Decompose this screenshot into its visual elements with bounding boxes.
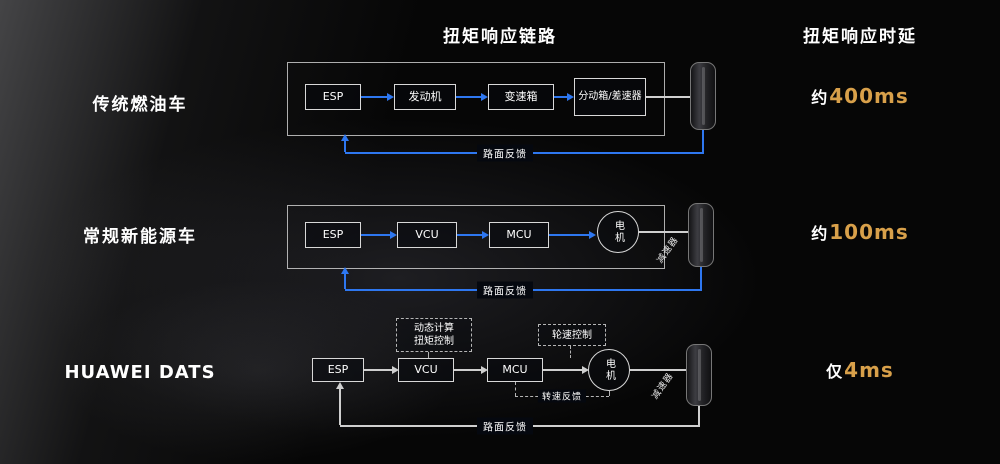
chain-container-fuel [287,62,665,136]
feedback-label-fuel: 路面反馈 [477,144,533,162]
reducer-label-dats: 减速器 [650,371,676,402]
feedback-line [702,130,704,154]
annotation-connector [570,346,571,358]
link-line [639,231,688,233]
latency-prefix: 约 [811,88,828,107]
flow-arrow [549,231,596,239]
flow-arrow [457,231,489,239]
flow-arrow [364,366,399,374]
latency-value: 100ms [829,220,909,244]
wheel-icon [688,203,714,267]
speed-feedback-connector [609,391,610,396]
annotation-line1: 动态计算 [414,323,454,334]
chain-container-ev [287,205,665,269]
feedback-arrow [341,134,349,152]
node-esp-dats: ESP [312,358,364,382]
node-transfer-case-differential: 分动箱/差速器 [574,78,646,116]
node-vcu-dats: VCU [398,358,454,382]
latency-header: 扭矩响应时延 [803,27,917,47]
node-esp-ev: ESP [305,222,361,248]
feedback-line [700,267,702,291]
annotation-line2: 扭矩控制 [414,336,454,347]
flow-arrow [454,366,488,374]
motor-node-dats: 电机 [588,349,630,391]
latency-prefix: 约 [811,224,828,243]
feedback-label-dats: 路面反馈 [477,417,533,435]
speed-feedback-label: 转速反馈 [537,389,587,403]
wheel-icon [690,62,716,130]
wheel-icon [686,344,712,406]
latency-fuel: 约 400ms [775,84,945,108]
node-mcu-ev: MCU [489,222,549,248]
node-gearbox: 变速箱 [488,84,554,110]
annotation-torque-control: 动态计算 扭矩控制 [396,318,472,352]
annotation-connector [428,352,429,358]
feedback-label-ev: 路面反馈 [477,281,533,299]
flow-arrow [554,93,574,101]
latency-value: 400ms [829,84,909,108]
chain-header: 扭矩响应链路 [443,27,557,47]
link-line [646,96,690,98]
annotation-wheel-speed-control: 轮速控制 [538,324,606,346]
feedback-arrow [341,267,349,289]
flow-arrow [543,366,589,374]
link-line [630,369,686,371]
flow-arrow [361,93,394,101]
feedback-arrow [336,382,344,425]
node-engine: 发动机 [394,84,456,110]
latency-prefix: 仅 [826,362,843,381]
node-mcu-dats: MCU [487,358,543,382]
node-vcu-ev: VCU [397,222,457,248]
feedback-line [698,406,700,427]
flow-arrow [456,93,488,101]
latency-dats: 仅 4ms [775,358,945,382]
speed-feedback-connector [515,382,516,396]
row-label-fuel-vehicle: 传统燃油车 [92,95,188,115]
row-label-huawei-dats: HUAWEI DATS [64,362,216,383]
latency-value: 4ms [844,358,894,382]
flow-arrow [361,231,397,239]
motor-node-ev: 电机 [597,211,639,253]
latency-ev: 约 100ms [775,220,945,244]
node-esp-fuel: ESP [305,84,361,110]
row-label-regular-ev: 常规新能源车 [83,227,197,247]
